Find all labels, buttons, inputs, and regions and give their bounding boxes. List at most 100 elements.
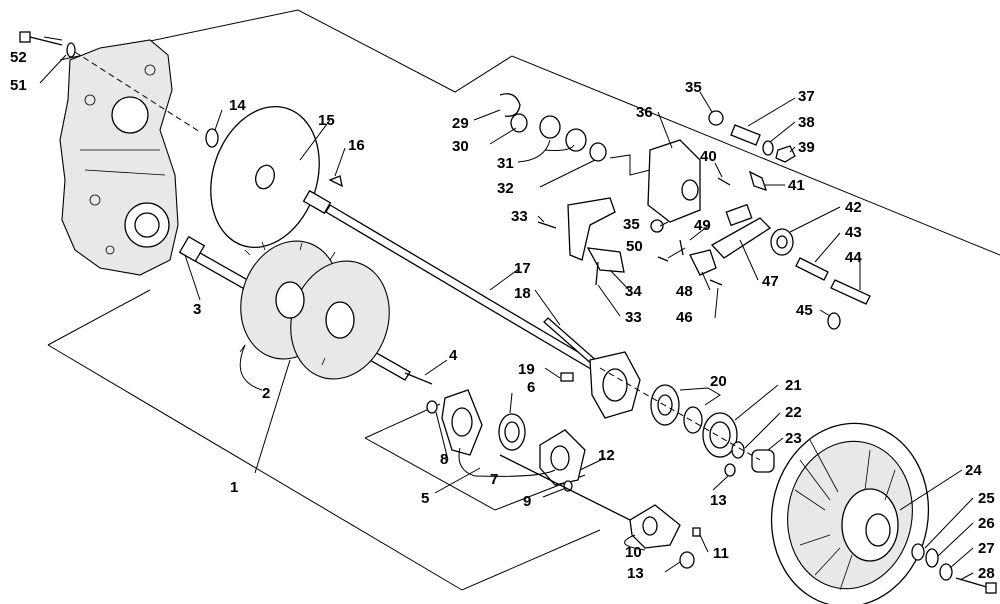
callout-15: 15 xyxy=(318,112,335,129)
callout-16: 16 xyxy=(348,137,365,154)
callout-26: 26 xyxy=(978,515,995,532)
callout-38: 38 xyxy=(798,114,815,131)
callout-35-upper: 35 xyxy=(685,79,702,96)
callout-5: 5 xyxy=(421,490,429,507)
washer-14 xyxy=(205,128,219,148)
callout-27: 27 xyxy=(978,540,995,557)
bearing-plate xyxy=(589,351,641,419)
callout-4: 4 xyxy=(449,347,458,364)
bracket-33-34 xyxy=(567,197,625,273)
callout-29: 29 xyxy=(452,115,469,132)
assembly-frame-lower xyxy=(47,289,151,346)
callout-2: 2 xyxy=(262,385,270,402)
callout-25: 25 xyxy=(978,490,995,507)
brake-lever-47 xyxy=(710,203,772,259)
callout-18: 18 xyxy=(514,285,531,302)
callout-31: 31 xyxy=(497,155,514,172)
callout-34: 34 xyxy=(625,283,642,300)
bolt-52 xyxy=(19,31,63,46)
callout-14: 14 xyxy=(229,97,246,114)
callout-41: 41 xyxy=(788,177,805,194)
leader-lines xyxy=(39,36,974,581)
driven-pulley xyxy=(770,422,930,604)
washer-38 xyxy=(762,140,774,156)
callout-9: 9 xyxy=(523,493,531,510)
gearcase-housing xyxy=(59,39,179,276)
key-16 xyxy=(328,175,343,188)
spring-41 xyxy=(748,170,768,192)
callout-42: 42 xyxy=(845,199,862,216)
ball-35-lower xyxy=(650,219,664,233)
washer-25 xyxy=(911,543,925,561)
washer-27 xyxy=(939,563,953,581)
pad-31a xyxy=(539,115,561,139)
callout-40: 40 xyxy=(700,148,717,165)
bearing-6 xyxy=(498,413,526,451)
cam-48 xyxy=(689,249,717,276)
callout-52: 52 xyxy=(10,49,27,66)
subassembly-frame-bottom xyxy=(364,437,586,511)
callout-10: 10 xyxy=(625,544,642,561)
adjuster-44 xyxy=(830,279,871,305)
callout-51: 51 xyxy=(10,77,27,94)
pad-31b xyxy=(565,128,587,152)
shaft-axis-12 xyxy=(499,454,641,526)
callout-43: 43 xyxy=(845,224,862,241)
washer-51 xyxy=(66,42,76,58)
bearing-flange-left xyxy=(441,389,483,456)
callout-46: 46 xyxy=(676,309,693,326)
callout-35-lower: 35 xyxy=(623,216,640,233)
callout-23: 23 xyxy=(785,430,802,447)
callout-20: 20 xyxy=(710,373,727,390)
callout-48: 48 xyxy=(676,283,693,300)
callout-6: 6 xyxy=(527,379,535,396)
bearing-20 xyxy=(650,384,703,434)
assembly-frame-bottom xyxy=(47,344,601,591)
nut-8 xyxy=(426,400,438,414)
washer-45 xyxy=(827,312,841,330)
callout-24: 24 xyxy=(965,462,982,479)
bearing-cap-10 xyxy=(629,504,681,549)
clip-49 xyxy=(679,239,684,256)
callout-49: 49 xyxy=(694,217,711,234)
callout-19: 19 xyxy=(518,361,535,378)
assembly-frame xyxy=(59,9,1000,256)
callout-22: 22 xyxy=(785,404,802,421)
bolt-4 xyxy=(404,372,433,385)
callout-47: 47 xyxy=(762,273,779,290)
pad-30 xyxy=(510,113,528,133)
callout-33-lower: 33 xyxy=(625,309,642,326)
nut-39 xyxy=(775,145,796,163)
ball-35-upper xyxy=(708,110,724,126)
nut-13-lower xyxy=(679,551,695,569)
bushing-42 xyxy=(770,228,794,256)
callout-37: 37 xyxy=(798,88,815,105)
nut-11 xyxy=(692,527,701,537)
callout-44: 44 xyxy=(845,249,862,266)
callout-labels: 52 51 14 15 16 3 2 4 1 6 8 7 5 9 12 10 1… xyxy=(10,49,995,582)
brake-disc xyxy=(210,106,320,248)
callout-7: 7 xyxy=(490,471,498,488)
bearing-flange-right xyxy=(539,429,586,486)
callout-30: 30 xyxy=(452,138,469,155)
spring-37 xyxy=(730,124,761,146)
washer-26 xyxy=(925,548,939,568)
callout-8: 8 xyxy=(440,451,448,468)
callout-32: 32 xyxy=(497,180,514,197)
bolt-19 xyxy=(560,372,574,382)
nut-13-upper xyxy=(724,463,736,477)
spring-43 xyxy=(795,257,829,281)
snap-ring-29 xyxy=(499,93,521,117)
pin-46 xyxy=(709,279,723,286)
callout-11: 11 xyxy=(713,545,729,562)
callout-3: 3 xyxy=(193,301,201,318)
pad-32 xyxy=(589,142,607,162)
callout-21: 21 xyxy=(785,377,802,394)
callout-33-upper: 33 xyxy=(511,208,528,225)
callout-45: 45 xyxy=(796,302,813,319)
callout-12: 12 xyxy=(598,447,615,464)
screw-33-upper xyxy=(537,221,557,229)
caliper-36 xyxy=(647,139,701,223)
callout-1: 1 xyxy=(230,479,238,496)
